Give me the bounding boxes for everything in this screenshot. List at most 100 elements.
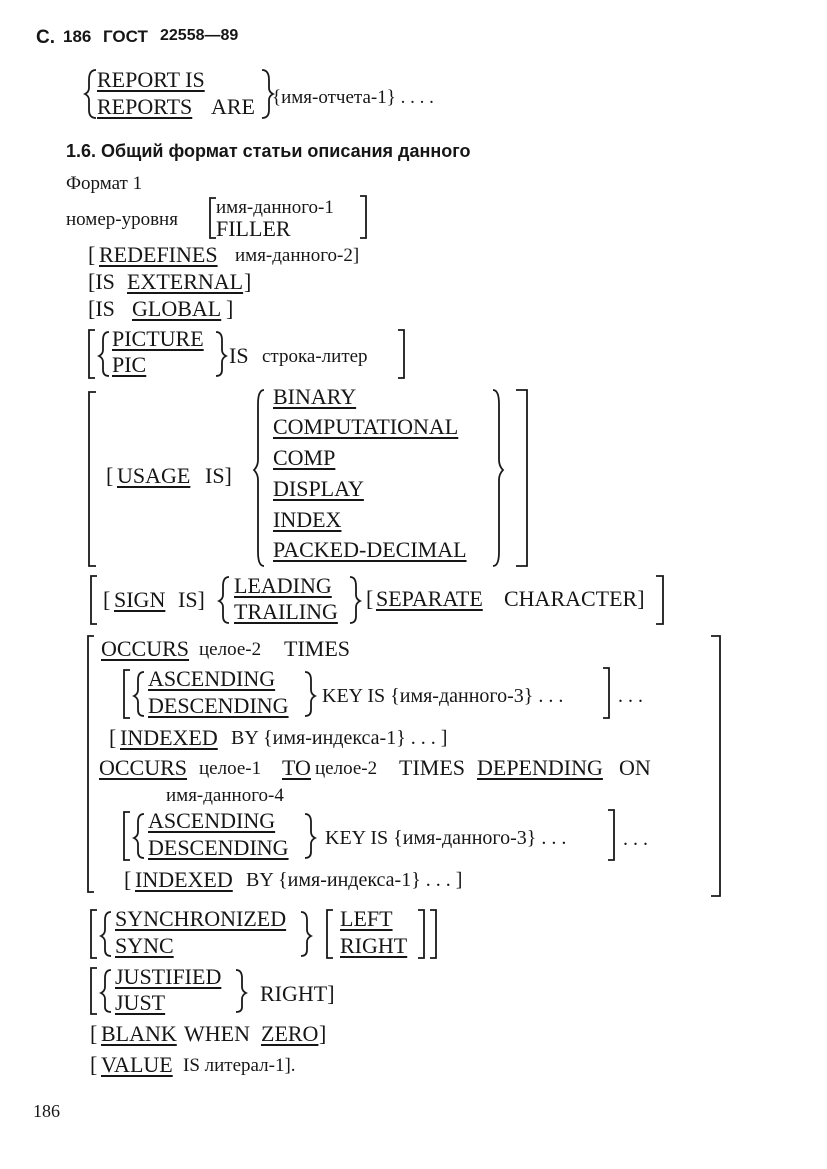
format-label: Формат 1: [66, 173, 143, 194]
justified-keyword: JUSTIFIED: [115, 964, 222, 989]
occurs-int2: целое-2: [199, 639, 262, 660]
just-keyword: JUST: [115, 990, 166, 1015]
usage-option: PACKED-DECIMAL: [273, 537, 467, 562]
key-ellipsis: . . .: [623, 828, 648, 850]
separate-open: [: [366, 586, 374, 611]
right-brace: [300, 911, 314, 957]
right-bracket: [516, 389, 528, 567]
occurs-times: TIMES: [399, 755, 465, 780]
usage-option: COMP: [273, 445, 336, 470]
external-keyword: EXTERNAL: [127, 269, 244, 294]
blank-close: ]: [319, 1021, 327, 1046]
header-code: 22558—89: [160, 27, 239, 44]
right-brace: [304, 813, 318, 859]
right-bracket: [418, 909, 425, 959]
synchronized-keyword: SYNCHRONIZED: [115, 906, 287, 931]
sync-keyword: SYNC: [115, 933, 174, 958]
right-bracket: [360, 195, 367, 239]
right-brace: [304, 671, 318, 717]
usage-option: INDEX: [273, 507, 342, 532]
pic-keyword: PIC: [112, 352, 147, 377]
header-standard: ГОСТ: [103, 27, 148, 46]
indexed-open: [: [124, 867, 132, 892]
right-bracket: [430, 909, 437, 959]
left-bracket: [209, 197, 216, 239]
indexed-keyword: INDEXED: [135, 867, 233, 892]
left-brace: [131, 671, 145, 717]
depending-dataname: имя-данного-4: [166, 785, 284, 806]
key-ellipsis: . . .: [618, 685, 643, 707]
picture-is: IS: [229, 343, 249, 368]
header-prefix: С.: [36, 27, 55, 48]
value-open: [: [90, 1052, 98, 1077]
section-heading: 1.6. Общий формат статьи описания данног…: [66, 141, 471, 161]
on-keyword: ON: [619, 755, 651, 780]
usage-option: COMPUTATIONAL: [273, 414, 459, 439]
descending-keyword: DESCENDING: [148, 835, 289, 860]
global-close: ]: [226, 296, 234, 321]
left-brace: [131, 813, 145, 859]
zero-keyword: ZERO: [261, 1021, 319, 1046]
left-bracket: [123, 669, 130, 719]
external-open: [IS: [88, 269, 115, 294]
right-bracket: [656, 575, 664, 625]
header-page: 186: [63, 27, 92, 46]
to-keyword: TO: [282, 755, 311, 780]
footer-page-number: 186: [33, 1101, 60, 1121]
trailing-keyword: TRAILING: [234, 599, 338, 624]
report-is: REPORT IS: [97, 67, 205, 92]
external-close: ]: [244, 269, 252, 294]
indexed-rest: BY {имя-индекса-1} . . . ]: [231, 727, 448, 749]
filler-keyword: FILLER: [216, 216, 291, 241]
sign-keyword: SIGN: [114, 587, 166, 612]
indexed-rest: BY {имя-индекса-1} . . . ]: [246, 869, 463, 891]
left-brace: [98, 969, 112, 1013]
left-brace: [96, 331, 110, 377]
occurs-int2: целое-2: [315, 758, 378, 779]
key-clause: KEY IS {имя-данного-3} . . .: [325, 827, 567, 849]
left-bracket: [88, 391, 96, 567]
right-bracket: [711, 635, 721, 897]
when-keyword: WHEN: [184, 1021, 250, 1046]
left-bracket: [90, 909, 97, 959]
usage-option: DISPLAY: [273, 476, 364, 501]
right-bracket: [398, 329, 405, 379]
blank-keyword: BLANK: [101, 1021, 177, 1046]
left-bracket: [326, 909, 333, 959]
redefines-keyword: REDEFINES: [99, 242, 218, 267]
right-brace: [349, 576, 363, 624]
are-keyword: ARE: [211, 94, 255, 119]
depending-keyword: DEPENDING: [477, 755, 603, 780]
picture-keyword: PICTURE: [112, 326, 204, 351]
left-bracket: [90, 967, 97, 1015]
left-bracket: [123, 811, 130, 861]
right-bracket: [608, 809, 615, 861]
occurs-keyword: OCCURS: [101, 636, 190, 661]
left-keyword: LEFT: [340, 906, 393, 931]
right-brace: [261, 69, 276, 119]
character-keyword: CHARACTER]: [504, 586, 645, 611]
right-bracket: [603, 667, 610, 719]
left-bracket: [90, 575, 97, 625]
data-name-1: имя-данного-1: [216, 197, 334, 218]
ascending-keyword: ASCENDING: [148, 666, 276, 691]
redefines-open: [: [88, 242, 96, 267]
left-brace: [252, 389, 265, 567]
left-bracket: [88, 329, 95, 379]
sign-is: IS]: [178, 587, 205, 612]
value-keyword: VALUE: [101, 1052, 173, 1077]
left-brace: [98, 911, 112, 957]
right-brace: [492, 389, 505, 567]
usage-open: [: [106, 463, 114, 488]
sign-open: [: [103, 587, 111, 612]
usage-is: IS]: [205, 463, 232, 488]
usage-keyword: USAGE: [117, 463, 191, 488]
right-brace: [235, 969, 249, 1013]
indexed-open: [: [109, 725, 117, 750]
report-name: {имя-отчета-1} . . . .: [272, 87, 434, 108]
left-brace: [216, 576, 230, 624]
reports-keyword: REPORTS: [97, 94, 193, 119]
occurs-int1: целое-1: [199, 758, 262, 779]
